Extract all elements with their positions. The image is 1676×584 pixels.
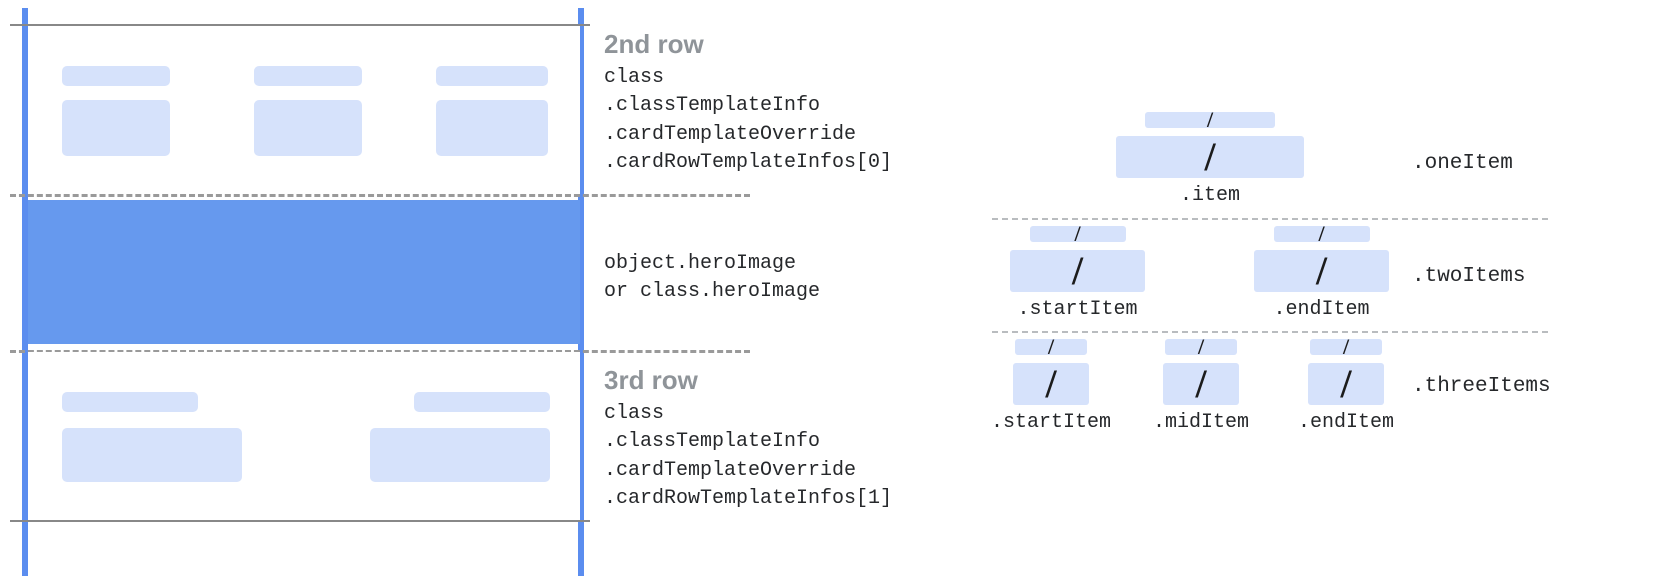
hero-row-divider <box>10 350 750 353</box>
three-items-start-group: / / .startItem <box>991 339 1111 434</box>
item-layouts-diagram: / / .item .oneItem / / .startItem / / .e… <box>980 0 1676 584</box>
second-row-title: 2nd row <box>604 29 704 59</box>
two-items-start-label: .startItem <box>1017 298 1138 321</box>
card-top-rule <box>10 24 590 26</box>
slash-icon: / <box>1342 339 1350 355</box>
third-row-value-placeholder-2 <box>370 428 550 482</box>
second-row-value-placeholder-1 <box>62 100 170 156</box>
three-items-end-group: / / .endItem <box>1298 339 1394 434</box>
hero-image-band <box>28 200 580 344</box>
two-items-end-label: .endItem <box>1273 298 1370 321</box>
third-row-value-placeholder-1 <box>62 428 242 482</box>
third-row-region <box>28 352 580 520</box>
three-items-end-large-bar: / <box>1308 363 1384 405</box>
one-item-group-label: .oneItem <box>1412 152 1513 175</box>
three-items-start-large-bar: / <box>1013 363 1089 405</box>
hero-code: object.heroImage or class.heroImage <box>604 252 821 304</box>
second-row-value-placeholder-2 <box>254 100 362 156</box>
second-row-label-placeholder-1 <box>62 66 170 86</box>
slash-icon: / <box>1195 363 1207 405</box>
three-items-end-label: .endItem <box>1297 411 1394 434</box>
third-row-code: class .classTemplateInfo .cardTemplateOv… <box>604 401 893 511</box>
card-bottom-rule <box>10 520 590 522</box>
two-items-start-group: / / .startItem <box>1010 226 1145 321</box>
slash-icon: / <box>1045 363 1057 405</box>
one-item-label: .item <box>1179 184 1240 207</box>
two-items-start-small-bar: / <box>1029 226 1126 242</box>
third-row-label-placeholder-1 <box>62 392 198 412</box>
three-items-mid-small-bar: / <box>1165 339 1237 355</box>
slash-icon: / <box>1204 136 1216 178</box>
second-row-value-placeholder-3 <box>436 100 548 156</box>
card-rows-diagram: 2nd row class .classTemplateInfo .cardTe… <box>10 8 893 576</box>
slash-icon: / <box>1074 226 1081 242</box>
slash-icon: / <box>1197 339 1205 355</box>
three-items-start-label: .startItem <box>990 411 1112 434</box>
two-items-group-label: .twoItems <box>1412 265 1526 288</box>
second-row-annotation: 2nd row class .classTemplateInfo .cardTe… <box>604 29 893 177</box>
one-item-large-bar: / <box>1116 136 1304 178</box>
second-row-region <box>28 26 580 194</box>
second-row-divider <box>10 194 750 197</box>
three-items-end-small-bar: / <box>1310 339 1382 355</box>
one-item-group: / / .item <box>1116 112 1304 207</box>
second-row-code: class .classTemplateInfo .cardTemplateOv… <box>604 65 893 175</box>
third-row-title: 3rd row <box>604 365 698 395</box>
slash-icon: / <box>1318 226 1325 242</box>
two-items-end-group: / / .endItem <box>1254 226 1389 321</box>
third-row-label-placeholder-2 <box>414 392 550 412</box>
slash-icon: / <box>1340 363 1352 405</box>
three-items-mid-group: / / .midItem <box>1153 339 1249 434</box>
second-row-label-placeholder-3 <box>436 66 548 86</box>
two-items-end-small-bar: / <box>1273 226 1370 242</box>
slash-icon: / <box>1071 250 1084 292</box>
left-guide-rail <box>22 8 28 576</box>
two-items-start-large-bar: / <box>1010 250 1145 292</box>
hero-annotation: object.heroImage or class.heroImage <box>604 250 820 307</box>
one-item-small-bar: / <box>1145 112 1275 128</box>
slash-icon: / <box>1206 112 1214 128</box>
three-items-mid-label: .midItem <box>1152 411 1249 434</box>
two-items-divider <box>992 331 1548 333</box>
three-items-mid-large-bar: / <box>1163 363 1239 405</box>
slash-icon: / <box>1315 250 1328 292</box>
three-items-group-label: .threeItems <box>1412 375 1551 398</box>
three-items-start-small-bar: / <box>1015 339 1087 355</box>
one-item-divider <box>992 218 1548 220</box>
second-row-label-placeholder-2 <box>254 66 362 86</box>
slash-icon: / <box>1047 339 1055 355</box>
two-items-end-large-bar: / <box>1254 250 1389 292</box>
right-guide-rail <box>578 8 584 576</box>
third-row-annotation: 3rd row class .classTemplateInfo .cardTe… <box>604 365 893 513</box>
